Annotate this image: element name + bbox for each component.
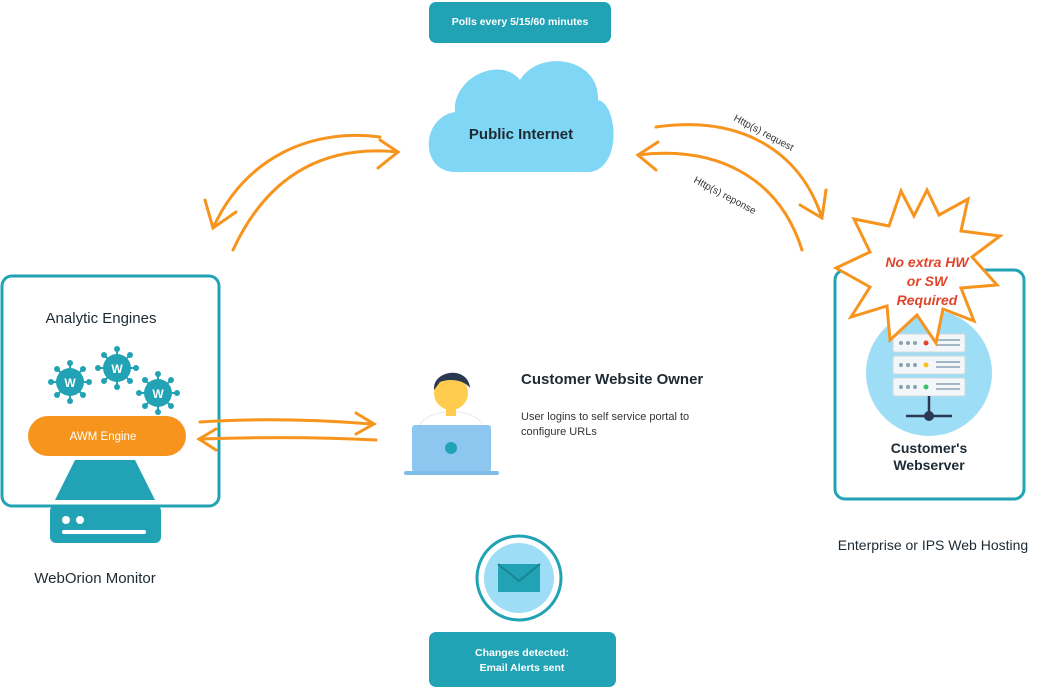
- arrow-request: [654, 123, 824, 220]
- engine-letter: W: [152, 387, 164, 401]
- server-rack-icon: [892, 333, 966, 421]
- arrow-to-monitor-head: [196, 427, 218, 452]
- arrow-to-owner: [198, 418, 374, 426]
- poll-badge: Polls every 5/15/60 minutes: [429, 2, 611, 43]
- arrow-down-left-head: [203, 198, 238, 231]
- owner-desc-line1: User logins to self service portal to: [521, 411, 689, 423]
- arrow-response: [636, 151, 804, 252]
- left-arrows: [203, 133, 401, 252]
- arrow-up-left-head: [376, 138, 401, 170]
- customer-webserver: Customer's Webserver: [833, 268, 1026, 501]
- owner-avatar-icon: [404, 372, 499, 475]
- arrow-request-head: [798, 188, 828, 221]
- response-label: Http(s) reponse: [692, 175, 758, 217]
- alerts-badge-line1: Changes detected:: [475, 647, 569, 659]
- webserver-label-line1: Customer's: [891, 440, 968, 456]
- arrow-to-monitor: [198, 436, 378, 442]
- awm-engine-label: AWM Engine: [70, 431, 137, 443]
- engine-icon-1: W: [48, 360, 92, 404]
- cloud-label: Public Internet: [469, 126, 573, 143]
- alerts-badge-line2: Email Alerts sent: [480, 662, 565, 674]
- arrow-response-head: [635, 140, 660, 172]
- alerts-badge: Changes detected: Email Alerts sent: [429, 632, 616, 687]
- owner-desc-line2: configure URLs: [521, 426, 597, 438]
- owner-title: Customer Website Owner: [521, 371, 703, 388]
- monitor-server-icon: [50, 460, 161, 543]
- webserver-label-line2: Webserver: [893, 457, 965, 473]
- starburst-line2: or SW: [907, 273, 949, 289]
- starburst-line1: No extra HW: [885, 254, 970, 270]
- weborion-monitor-caption: WebOrion Monitor: [34, 570, 155, 587]
- right-arrows: [635, 123, 828, 252]
- arrow-up-left: [231, 149, 400, 252]
- no-extra-hw-starburst: No extra HW or SW Required: [832, 186, 1004, 347]
- awm-engine-pill: AWM Engine: [28, 416, 186, 456]
- engine-letter: W: [111, 362, 123, 376]
- engine-icon-3: W: [136, 371, 180, 415]
- engine-letter: W: [64, 376, 76, 390]
- analytic-engines-title: Analytic Engines: [46, 310, 157, 327]
- email-icon: [475, 534, 563, 622]
- poll-badge-text: Polls every 5/15/60 minutes: [452, 16, 589, 28]
- horizontal-arrows: [196, 411, 378, 452]
- arrow-down-left: [211, 133, 382, 230]
- starburst-line3: Required: [897, 292, 958, 308]
- engine-icon-2: W: [95, 346, 139, 390]
- public-internet-cloud: Public Internet: [428, 61, 614, 173]
- webhosting-caption: Enterprise or IPS Web Hosting: [838, 537, 1028, 553]
- arrow-to-owner-head: [354, 411, 377, 436]
